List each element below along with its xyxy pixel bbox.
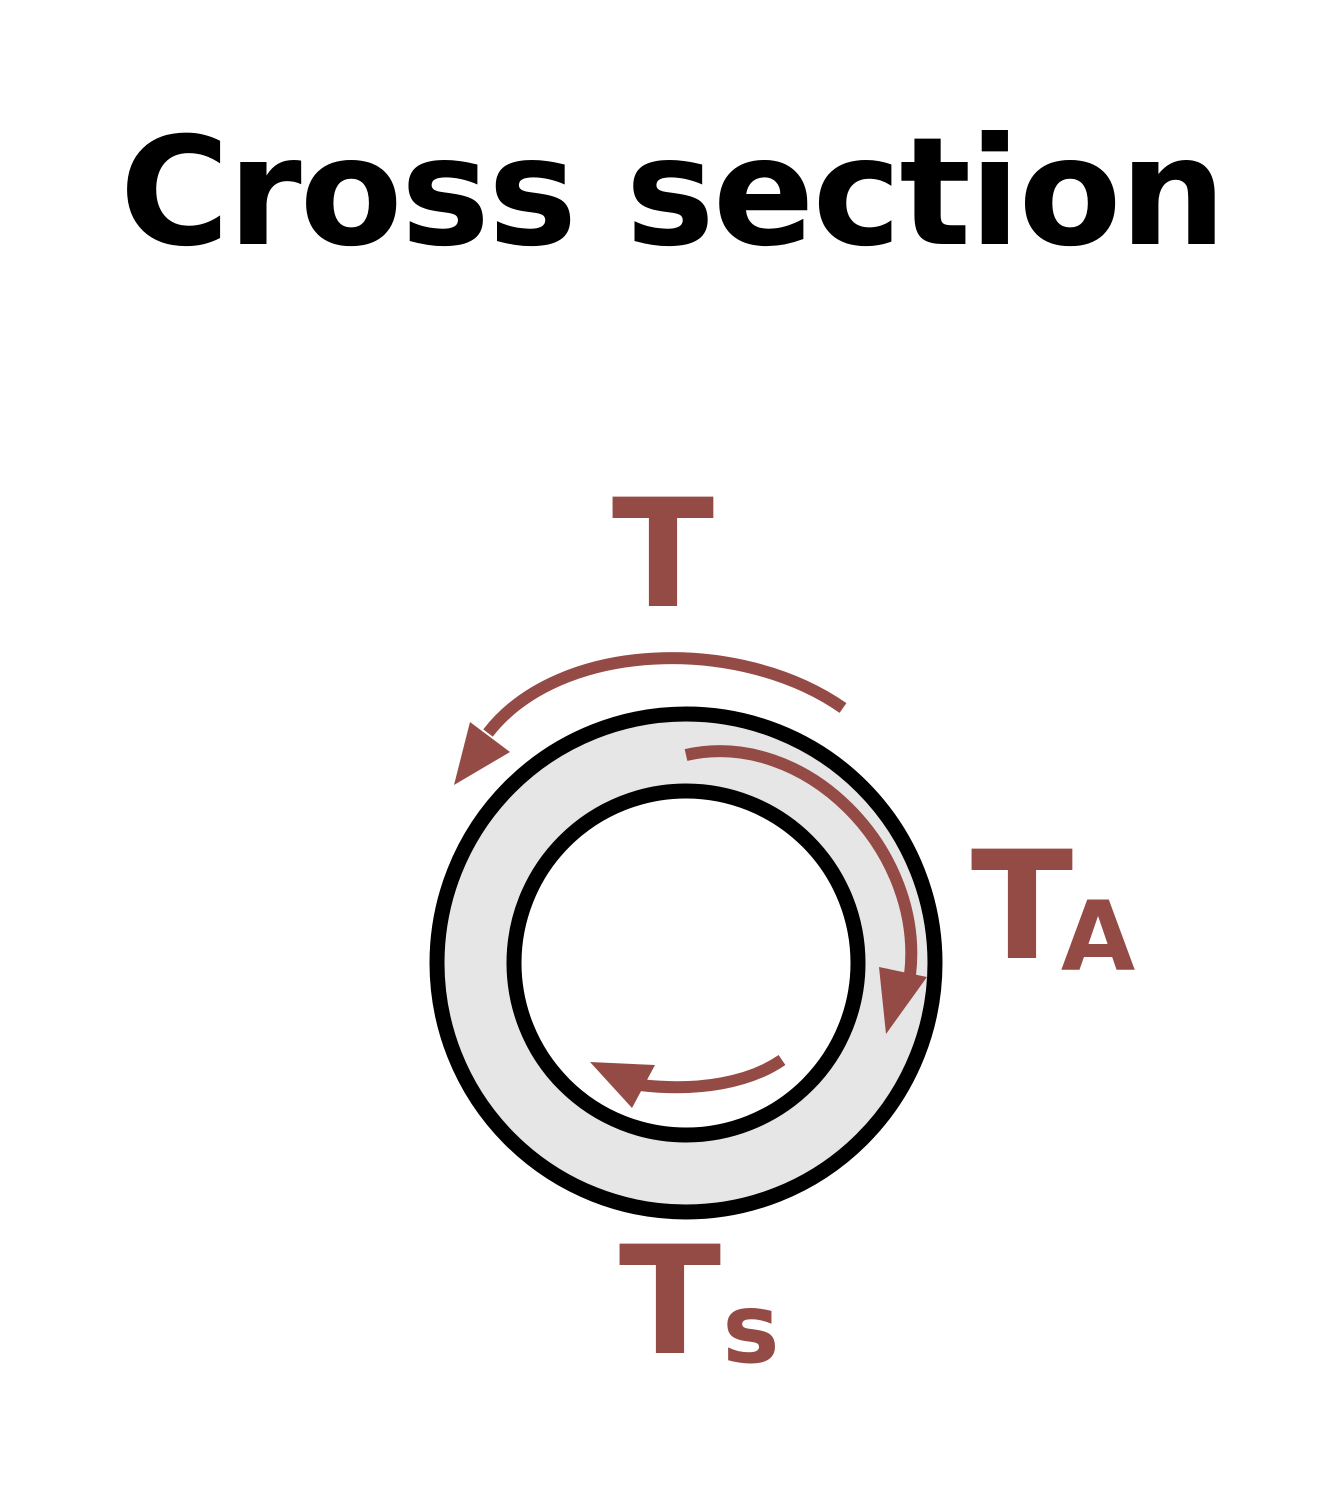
- applied-torque-label: T: [612, 468, 714, 642]
- applied-torque-arrowhead-icon: [454, 722, 510, 785]
- page-title: Cross section: [119, 106, 1227, 280]
- torque-a-arrow: [684, 745, 927, 1034]
- torque-a-arrowhead-icon: [879, 967, 927, 1034]
- torque-s-subscript: s: [722, 1273, 779, 1385]
- applied-torque-arc: [483, 652, 847, 737]
- applied-torque-arrow: [454, 652, 847, 785]
- torque-a-label: T: [971, 820, 1073, 994]
- torque-s-arc: [639, 1054, 786, 1094]
- torque-s-arrowhead-icon: [590, 1062, 655, 1108]
- tube-cross-section: [429, 706, 943, 1220]
- torque-s-label: T: [619, 1215, 721, 1389]
- torque-s-arrow: [590, 1054, 786, 1108]
- inner-hole: [506, 783, 866, 1143]
- torque-a-subscript: A: [1061, 881, 1135, 993]
- torque-a-arc: [684, 745, 918, 976]
